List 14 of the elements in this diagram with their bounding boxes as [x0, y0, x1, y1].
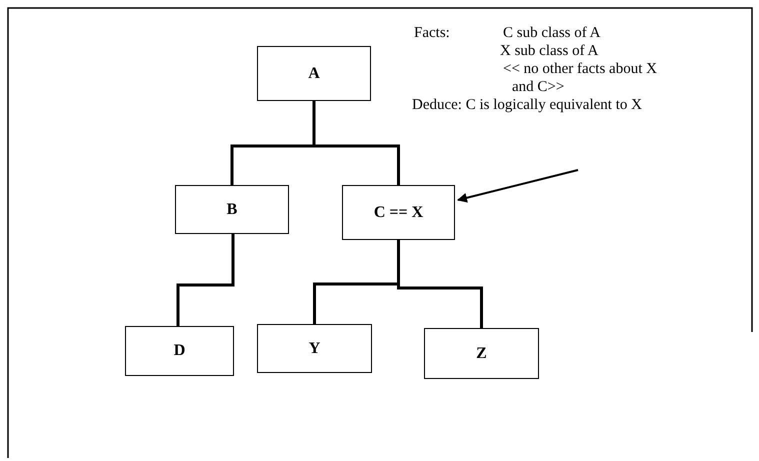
class-box: Y — [257, 324, 372, 373]
note-text: << no other facts about X and C>> — [503, 60, 658, 96]
class-box: D — [125, 326, 234, 376]
class-box: A — [257, 46, 371, 101]
connector-line — [176, 234, 234, 326]
arrow — [457, 169, 578, 203]
class-box: B — [175, 185, 289, 234]
class-box: C == X — [342, 185, 455, 240]
fact-label: Facts: — [414, 24, 450, 42]
class-box: Z — [424, 328, 539, 379]
fact-text: X sub class of A — [500, 42, 598, 60]
fact-text: C sub class of A — [503, 24, 600, 42]
connector-line — [312, 101, 400, 185]
conclusion-text: Deduce: C is logically equivalent to X — [412, 96, 642, 114]
